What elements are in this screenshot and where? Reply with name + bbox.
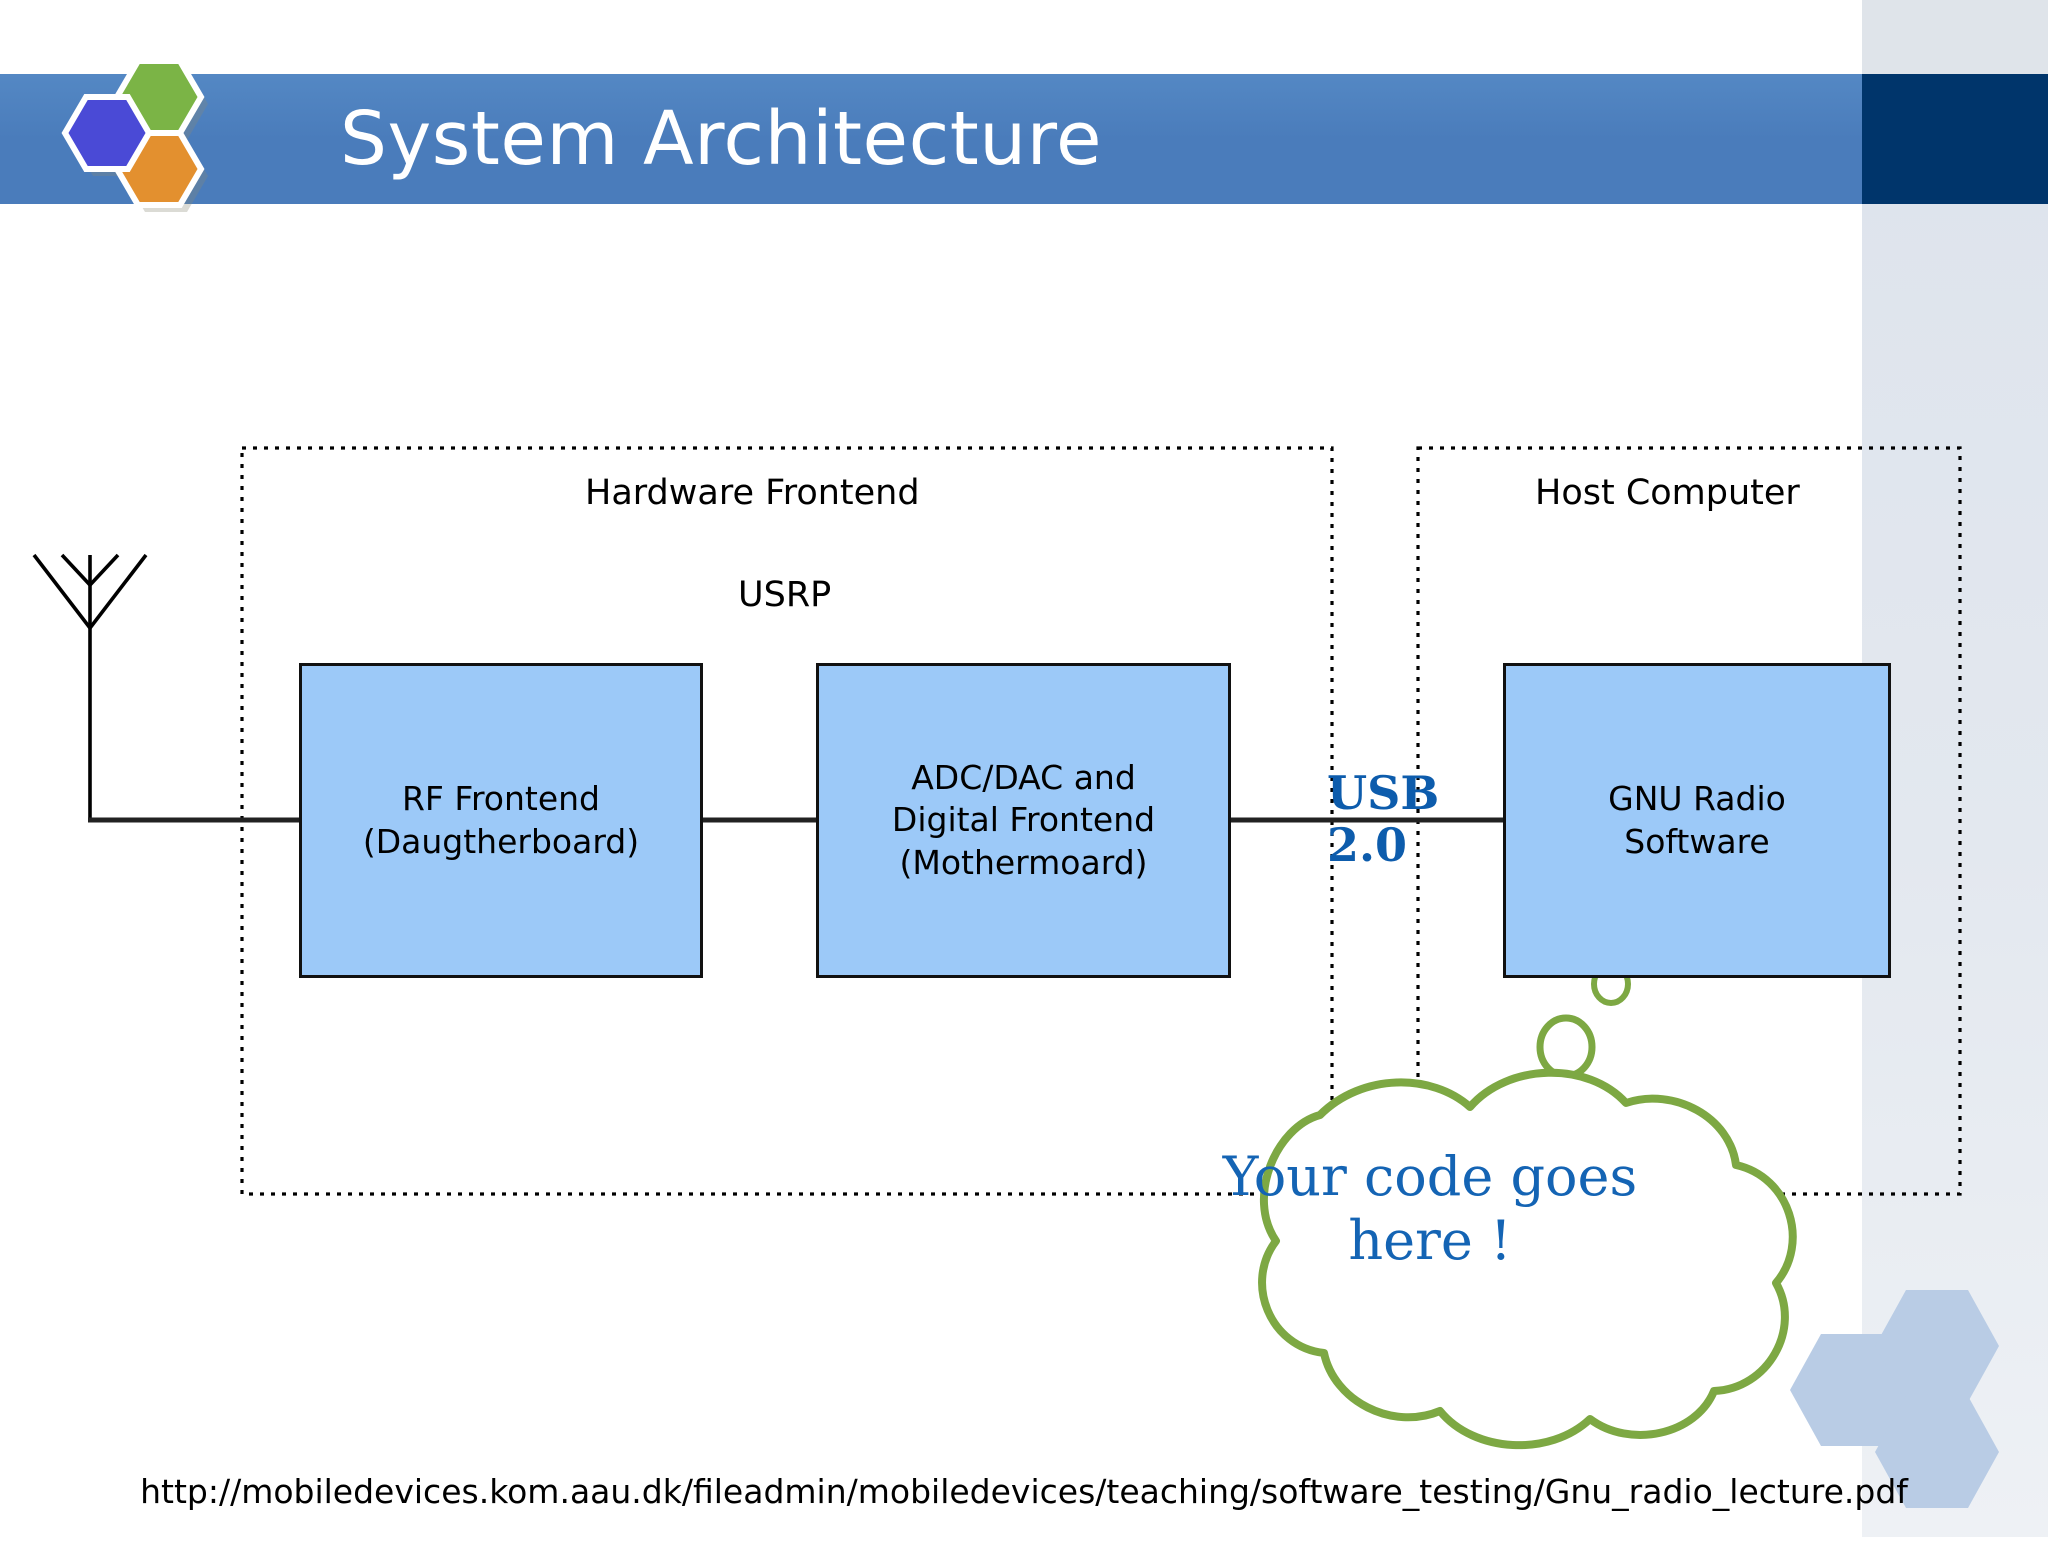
rf-frontend-box-label: RF Frontend (Daugtherboard) xyxy=(362,779,640,861)
usrp-label: USRP xyxy=(738,575,832,615)
thought-cloud-text: Your code goes here ! xyxy=(1222,1145,1638,1272)
header-band xyxy=(0,74,1862,204)
gnu-radio-box-label: GNU Radio Software xyxy=(1608,779,1786,861)
usb-connection-label: USB 2.0 xyxy=(1327,766,1440,872)
hardware-frontend-label: Hardware Frontend xyxy=(585,473,920,513)
rf-frontend-box: RF Frontend (Daugtherboard) xyxy=(299,663,703,978)
source-url: http://mobiledevices.kom.aau.dk/fileadmi… xyxy=(140,1472,1908,1511)
hexagon-logo xyxy=(34,36,234,236)
antenna-symbol xyxy=(32,553,148,820)
host-computer-label: Host Computer xyxy=(1535,473,1800,513)
page-title: System Architecture xyxy=(340,96,1103,182)
adc-dac-box: ADC/DAC and Digital Frontend (Mothermoar… xyxy=(816,663,1231,978)
adc-dac-box-label: ADC/DAC and Digital Frontend (Mothermoar… xyxy=(891,758,1156,882)
header-band-accent xyxy=(1862,74,2048,204)
gnu-radio-box: GNU Radio Software xyxy=(1503,663,1891,978)
right-decorative-panel-top xyxy=(1862,0,2048,74)
